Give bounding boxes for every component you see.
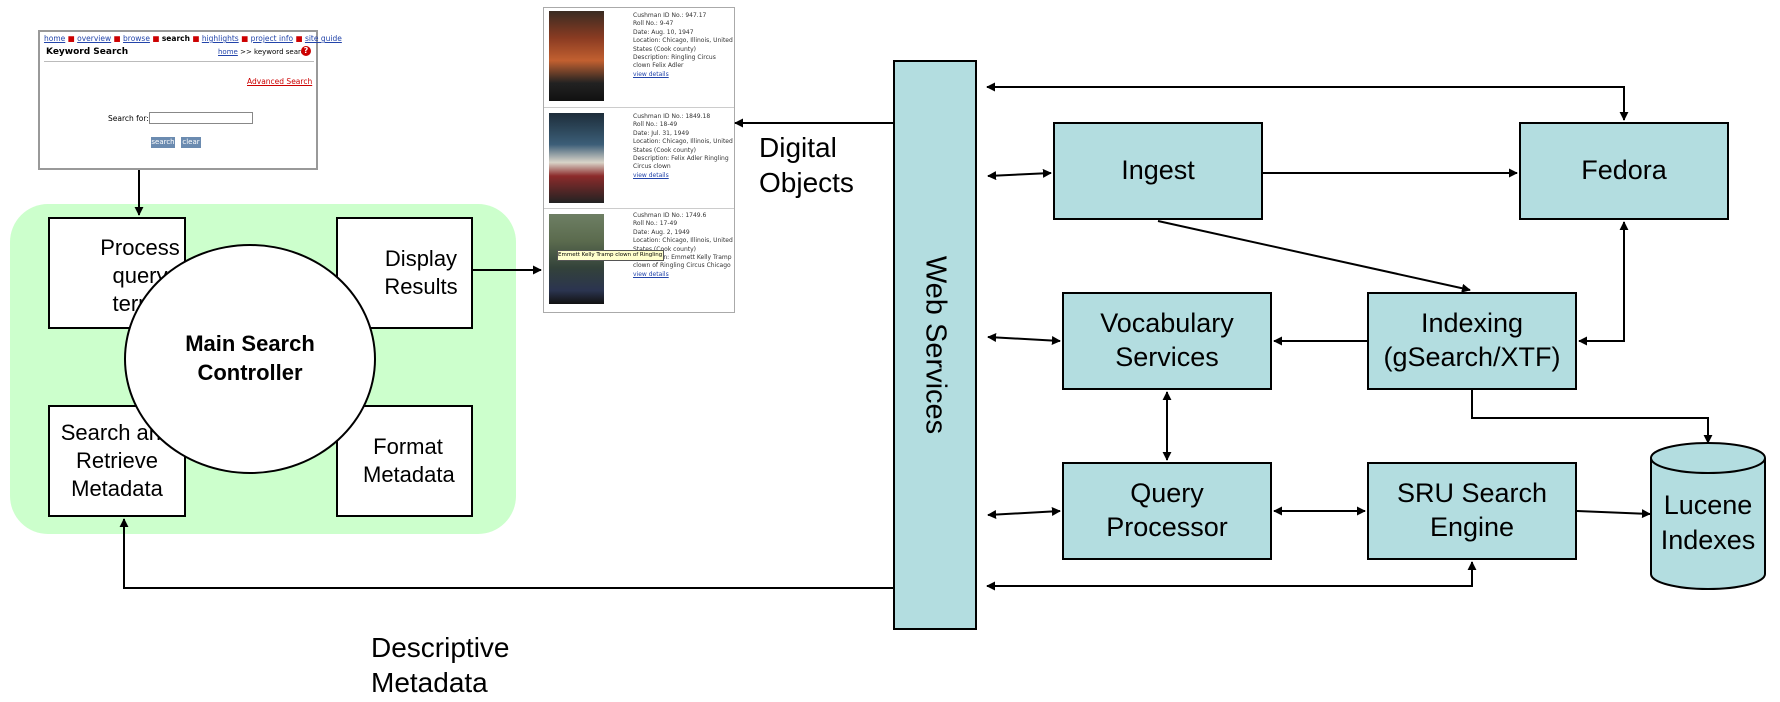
search-ui-nav: home ■ overview ■ browse ■ search ■ high… [44,34,342,43]
search-input[interactable] [149,112,253,124]
indexing-box: Indexing (gSearch/XTF) [1367,292,1577,390]
format-metadata-box: Format Metadata [336,405,473,517]
result-location: Location: Chicago, Illinois, United Stat… [633,138,733,154]
query-processor-label: Query Processor [1106,478,1228,542]
display-results-label: Display Results [384,245,458,299]
main-search-controller: Main Search Controller [124,244,376,474]
keyword-search-screenshot: home ■ overview ■ browse ■ search ■ high… [38,30,342,170]
descriptive-metadata-label: Descriptive Metadata [371,632,510,698]
result-description: Description: Ringling Circus clown Felix… [633,53,716,70]
result-id: Cushman ID No.: 1849.18 [633,113,711,120]
result-roll: Roll No.: 17-49 [633,220,678,228]
result-location: Location: Chicago, Illinois, United Stat… [633,237,733,253]
advanced-search-link[interactable]: Advanced Search [247,77,313,86]
view-details-link[interactable]: view details [633,270,669,278]
digital-objects-label: Digital Objects [759,132,854,198]
indexing-label: Indexing (gSearch/XTF) [1383,308,1561,372]
nav-search[interactable]: search [161,34,190,43]
result-metadata: Cushman ID No.: 947.17 Roll No.: 9-47 Da… [633,12,733,79]
ingest-box: Ingest [1053,122,1263,220]
results-divider [544,208,734,209]
nav-browse[interactable]: browse [123,34,150,43]
format-metadata-label: Format Metadata [363,433,455,487]
arrow-webservices-vocabulary [987,332,1061,346]
result-metadata: Cushman ID No.: 1849.18 Roll No.: 18-49 … [633,113,733,180]
result-id: Cushman ID No.: 1749.6 [633,212,707,219]
search-ui-breadcrumb: home >> keyword search [218,48,309,56]
arrow-ingest-to-indexing [1157,220,1471,293]
cylinder-top [1650,442,1766,474]
lucene-indexes-label: Lucene Indexes [1660,490,1756,556]
crumb-home-link[interactable]: home [218,48,238,56]
results-divider [544,107,734,108]
sru-search-engine-label: SRU Search Engine [1396,478,1548,542]
result-roll: Roll No.: 9-47 [633,20,674,28]
lucene-indexes-cylinder [1650,442,1766,590]
fedora-label: Fedora [1581,155,1667,186]
view-details-link[interactable]: view details [633,70,669,78]
search-for-label: Search for: [108,114,149,123]
arrow-webservices-query [987,506,1061,520]
search-ui-divider [44,61,314,62]
result-description: Description: Felix Adler Ringling Circus… [633,154,729,171]
arrow-fedora-indexing [1578,221,1629,346]
nav-overview[interactable]: overview [77,34,112,43]
result-photo[interactable] [549,11,604,101]
arrow-indexing-to-lucene [1471,390,1713,444]
arrow-sru-to-lucene [1576,509,1651,519]
main-search-controller-label: Main Search Controller [185,331,315,385]
cylinder-body [1650,458,1766,590]
clear-button[interactable]: clear [181,137,201,148]
nav-highlights[interactable]: highlights [201,34,239,43]
vocabulary-services-box: Vocabulary Services [1062,292,1272,390]
result-date: Date: Aug. 10, 1947 [633,28,694,36]
search-ui-title: Keyword Search [46,47,129,57]
search-button[interactable]: search [151,137,175,148]
vocabulary-services-label: Vocabulary Services [1100,308,1234,372]
fedora-box: Fedora [1519,122,1729,220]
help-icon[interactable]: ? [301,46,311,56]
web-services-box: Web Services [893,60,977,630]
result-metadata: Cushman ID No.: 1749.6 Roll No.: 17-49 D… [633,212,733,279]
ingest-label: Ingest [1121,155,1195,186]
result-description: Description: Emmett Kelly Tramp clown of… [633,253,732,270]
result-id: Cushman ID No.: 947.17 [633,12,707,19]
nav-site-guide[interactable]: site guide [304,34,342,43]
arrow-webservices-fedora [986,82,1629,121]
result-photo[interactable] [549,113,604,203]
photo-tooltip: Emmett Kelly Tramp clown of Ringling Cir… [557,250,664,261]
result-roll: Roll No.: 18-49 [633,121,678,129]
sru-search-engine-box: SRU Search Engine [1367,462,1577,560]
nav-project-info[interactable]: project info [250,34,294,43]
nav-home[interactable]: home [44,34,66,43]
view-details-link[interactable]: view details [633,171,669,179]
result-date: Date: Jul. 31, 1949 [633,129,690,137]
query-processor-box: Query Processor [1062,462,1272,560]
web-services-label: Web Services [919,255,952,435]
search-retrieve-metadata-label: Search and Retrieve Metadata [60,419,174,502]
arrow-webservices-sru [986,561,1477,591]
result-date: Date: Aug. 2, 1949 [633,228,690,236]
crumb-current: >> keyword search [240,48,309,56]
result-location: Location: Chicago, Illinois, United Stat… [633,37,733,53]
arrow-webservices-ingest [987,168,1052,181]
display-results-box: Display Results [336,217,473,329]
